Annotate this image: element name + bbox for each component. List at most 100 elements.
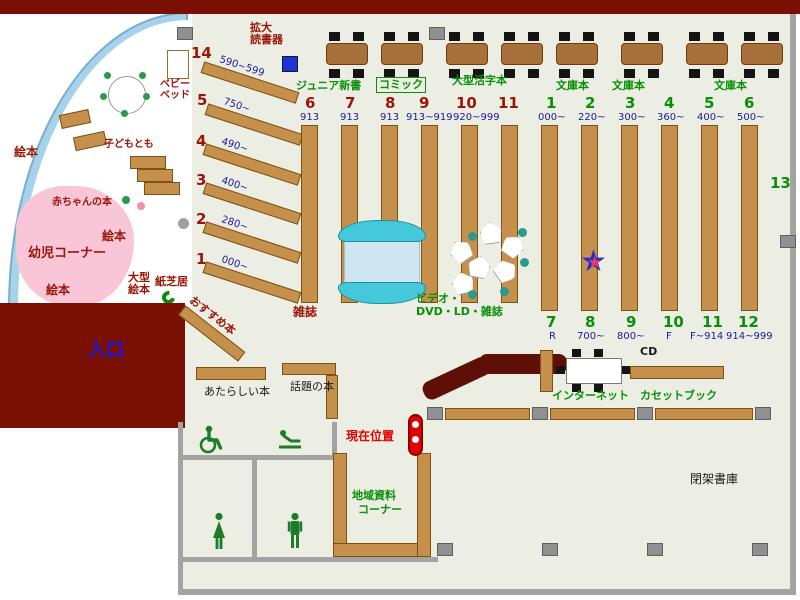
video-corner-label: DVD・LD・雑誌 xyxy=(416,305,503,318)
shelf-number: 11 xyxy=(498,94,519,112)
wall xyxy=(332,422,337,458)
genre-label: ジュニア新書 xyxy=(296,79,362,92)
bookshelf xyxy=(501,125,518,303)
reading-table-group xyxy=(381,32,423,78)
stool-icon xyxy=(121,110,128,117)
infant-corner-label: 幼児コーナー xyxy=(28,246,107,261)
topic-books-shelf xyxy=(326,375,338,419)
chair-icon xyxy=(744,32,755,41)
entrance-label: 入口 xyxy=(88,340,124,361)
reading-table xyxy=(326,43,368,65)
shelf-number: 14 xyxy=(191,44,212,62)
stairs-step xyxy=(144,182,180,195)
womens-toilet-icon xyxy=(210,512,228,556)
shelf-range-label: 913~919 xyxy=(406,112,453,123)
shelf-number: 10 xyxy=(456,94,477,112)
bench xyxy=(338,220,426,242)
pillar xyxy=(637,407,653,420)
chair-icon xyxy=(384,32,395,41)
reading-table-group xyxy=(741,32,783,78)
chair-icon xyxy=(689,32,700,41)
video-corner-label: ビデオ・ xyxy=(416,292,460,305)
pillar xyxy=(542,543,558,556)
booth-chair-icon xyxy=(468,290,477,299)
chair-icon xyxy=(713,32,724,41)
local-materials-label: コーナー xyxy=(358,503,402,516)
shelf-number: 4 xyxy=(196,132,207,150)
chair-icon xyxy=(768,69,779,78)
magnifier-label: 読書器 xyxy=(250,33,283,46)
shelf-number: 4 xyxy=(664,94,675,112)
wall xyxy=(178,422,183,595)
pillar xyxy=(752,543,768,556)
chair-icon xyxy=(528,32,539,41)
chair-icon xyxy=(504,32,515,41)
chair-icon xyxy=(449,32,460,41)
top-wall xyxy=(0,0,800,14)
chair-icon xyxy=(556,366,565,374)
reading-table-group xyxy=(556,32,598,78)
stool-icon xyxy=(100,93,107,100)
chair-icon xyxy=(449,69,460,78)
large-picture-books-label: 大型 xyxy=(128,271,150,284)
baby-bed-label: ベビー xyxy=(160,79,190,90)
stool-icon xyxy=(122,196,130,204)
booth-chair-icon xyxy=(468,232,477,241)
pillar xyxy=(755,407,771,420)
stairs-step xyxy=(137,169,173,182)
reading-table-group xyxy=(446,32,488,78)
current-location-marker xyxy=(412,436,419,443)
chair-icon xyxy=(713,69,724,78)
cassette-shelf xyxy=(630,366,724,379)
bookshelf xyxy=(741,125,758,311)
genre-label: 文庫本 xyxy=(714,79,747,92)
shelf-range-label: 920~999 xyxy=(453,112,500,123)
reading-table xyxy=(446,43,488,65)
chair-icon xyxy=(408,32,419,41)
pillar xyxy=(647,543,663,556)
recommended-books-shelf: おすすめ本 xyxy=(178,292,260,365)
outside-area xyxy=(796,14,800,600)
shelf-number: 13 xyxy=(770,174,791,192)
shelf-range-label: 700~ xyxy=(577,331,605,342)
topic-books-label: 話題の本 xyxy=(290,380,334,393)
wall xyxy=(178,557,438,562)
shelf-number: 6 xyxy=(305,94,316,112)
bookshelf xyxy=(540,350,553,392)
service-counter xyxy=(479,354,567,374)
chair-icon xyxy=(648,69,659,78)
outside-area xyxy=(0,595,800,600)
wall xyxy=(252,457,257,560)
new-books-label: あたらしい本 xyxy=(204,385,270,398)
bookshelf xyxy=(701,125,718,311)
pillar xyxy=(427,407,443,420)
chair-icon xyxy=(504,69,515,78)
chair-icon xyxy=(329,32,340,41)
chair-icon xyxy=(572,384,581,392)
shelf-number: 2 xyxy=(585,94,596,112)
baby-bed xyxy=(167,50,189,79)
reading-table xyxy=(381,43,423,65)
reading-table xyxy=(686,43,728,65)
new-books-shelf xyxy=(196,367,266,380)
entrance-wall-block xyxy=(0,303,185,428)
reading-table xyxy=(556,43,598,65)
outside-area xyxy=(0,428,178,600)
chair-icon xyxy=(594,384,603,392)
baby-changing-icon xyxy=(276,426,304,456)
chair-icon xyxy=(408,69,419,78)
shelf-range-label: F~914 xyxy=(690,331,724,342)
chair-icon xyxy=(768,32,779,41)
magnifier-label: 拡大 xyxy=(250,21,272,34)
kids-magazine-label: 子どもとも xyxy=(104,139,154,150)
chair-icon xyxy=(594,349,603,357)
chair-icon xyxy=(583,32,594,41)
video-booth xyxy=(479,221,504,246)
reading-table xyxy=(741,43,783,65)
stool-icon xyxy=(139,72,146,79)
chair-icon xyxy=(689,69,700,78)
reading-table-group xyxy=(621,32,663,78)
reading-table-group xyxy=(686,32,728,78)
shelf-number: 9 xyxy=(626,313,637,331)
picture-books-label: 絵本 xyxy=(14,145,39,159)
